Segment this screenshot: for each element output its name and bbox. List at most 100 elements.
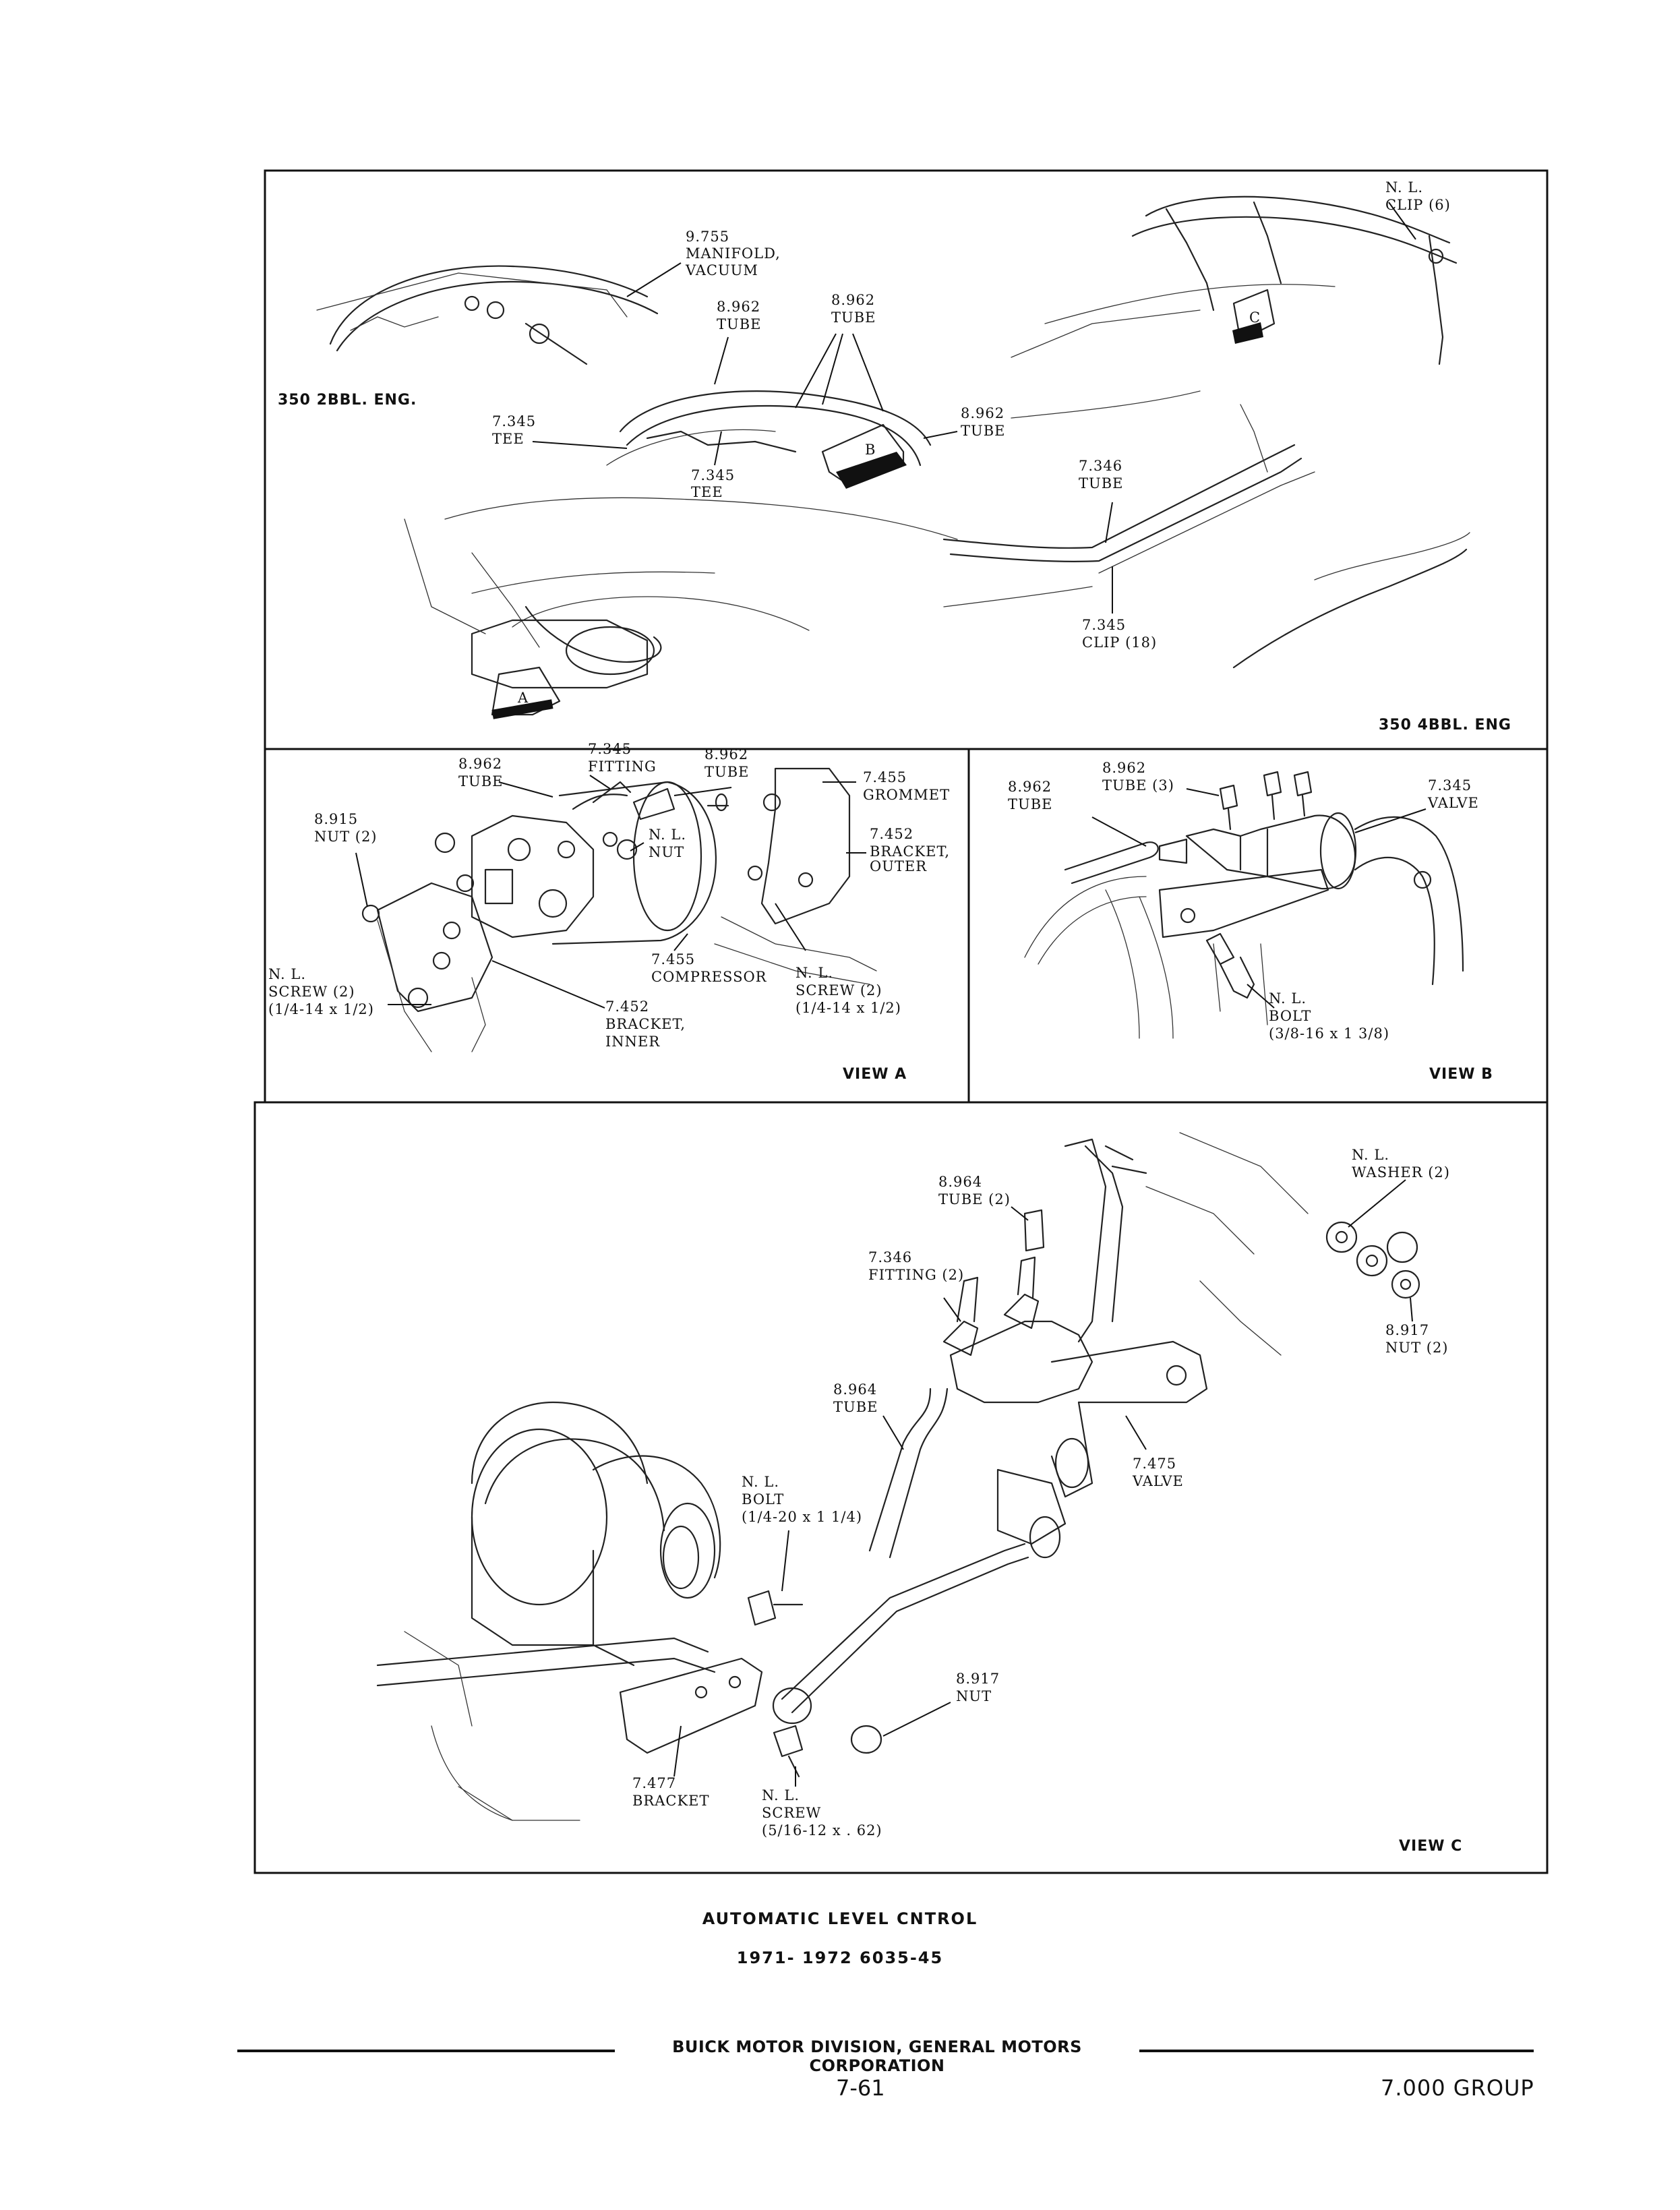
tube-part-number: 8.964 [833, 1381, 877, 1398]
view-b-artwork [1024, 771, 1464, 1039]
nl-bolt-label: N. L. [1269, 990, 1307, 1007]
figure-caption: AUTOMATIC LEVEL CNTROL [702, 1909, 978, 1928]
fitting-part-name: FITTING (2) [868, 1267, 964, 1283]
page-number: 7-61 [836, 2075, 885, 2101]
valve-part-name: VALVE [1132, 1473, 1184, 1489]
valve-part-number: 7.475 [1133, 1456, 1176, 1472]
grommet-part-number: 7.455 [863, 769, 907, 785]
nl-screw-name: SCREW [762, 1805, 821, 1821]
nut-part-name: NUT (2) [314, 829, 378, 845]
bracket-inner-part-name-2: INNER [605, 1034, 660, 1050]
tube-part-number: 8.962 [458, 756, 502, 772]
tube-part-number: 7.346 [1079, 458, 1122, 474]
view-b-labels: 8.962 TUBE 8.962 TUBE (3) 7.345 VALVE N.… [1008, 760, 1493, 1083]
manifold-part-name-2: VACUUM [685, 262, 758, 278]
tube-part-number: 8.962 [831, 292, 875, 308]
fitting-part-number: 7.345 [588, 741, 632, 757]
tee-part-number: 7.345 [492, 413, 536, 429]
bracket-outer-part-name: BRACKET, [870, 843, 950, 860]
compressor-part-name: COMPRESSOR [651, 969, 767, 985]
tube-part-number: 8.964 [938, 1174, 982, 1190]
view-c-artwork [376, 1132, 1420, 1821]
view-c-frame [253, 1101, 1549, 1874]
nl-screw-size: (5/16-12 x . 62) [762, 1822, 882, 1839]
nl-bolt-size: (3/8-16 x 1 3/8) [1269, 1025, 1389, 1042]
nl-clip-label: N. L. [1385, 179, 1423, 196]
tube-part-name: TUBE [833, 1399, 878, 1415]
view-a-labels: 8.962 TUBE 7.345 FITTING 8.962 TUBE 7.45… [268, 741, 950, 1083]
nl-screw-name: SCREW (2) [796, 982, 882, 998]
engine-label-2bbl: 350 2BBL. ENG. [278, 392, 417, 409]
nl-bolt-name: BOLT [1269, 1008, 1311, 1024]
view-c-arrow-letter: C [1249, 309, 1261, 326]
figure-subcaption: 1971- 1972 6035-45 [736, 1948, 944, 1967]
engine-label-4bbl: 350 4BBL. ENG [1379, 717, 1511, 734]
top-panel-artwork [316, 196, 1470, 719]
top-panel-frame [264, 169, 1549, 750]
view-c-title: VIEW C [1399, 1838, 1462, 1855]
grommet-part-name: GROMMET [863, 787, 950, 803]
view-a-title: VIEW A [843, 1066, 907, 1083]
manifold-part-number: 9.755 [686, 229, 729, 245]
compressor-part-number: 7.455 [651, 951, 695, 967]
tube-part-name: TUBE [961, 423, 1005, 439]
nut-part-name: NUT [956, 1688, 992, 1704]
nl-nut-name: NUT [649, 844, 684, 860]
fitting-part-name: FITTING [588, 758, 657, 775]
footer-division: BUICK MOTOR DIVISION, GENERAL MOTORS COR… [672, 2037, 1082, 2075]
bracket-inner-part-name: BRACKET, [605, 1016, 686, 1032]
tube-part-name: TUBE [717, 316, 761, 332]
nl-bolt-name: BOLT [742, 1491, 784, 1507]
view-a-artwork [355, 767, 877, 1052]
tube-part-name: TUBE [458, 773, 503, 789]
nl-washer-name: WASHER (2) [1352, 1164, 1450, 1181]
fitting-part-number: 7.346 [868, 1249, 912, 1265]
nl-clip-name: CLIP (6) [1385, 197, 1451, 213]
bracket-part-number: 7.477 [632, 1775, 676, 1791]
tube-part-name: TUBE (2) [938, 1191, 1011, 1207]
group-label: 7.000 GROUP [1381, 2075, 1534, 2101]
nl-screw-label: N. L. [268, 966, 306, 982]
footer-rule-right [1139, 2050, 1534, 2052]
tee-part-number: 7.345 [691, 467, 735, 483]
manifold-part-name: MANIFOLD, [686, 245, 781, 262]
tube-part-number: 8.962 [961, 405, 1004, 421]
tube-part-name: TUBE [704, 764, 749, 780]
nut-part-name: NUT (2) [1385, 1340, 1449, 1356]
tube-part-number: 8.962 [704, 746, 748, 763]
bracket-outer-part-name-2: OUTER [870, 858, 927, 874]
nl-bolt-label: N. L. [742, 1474, 779, 1490]
valve-part-number: 7.345 [1428, 777, 1472, 794]
nut-part-number: 8.917 [956, 1671, 1000, 1687]
nut-part-number: 8.915 [314, 811, 358, 827]
bracket-inner-part-number: 7.452 [605, 998, 649, 1015]
bracket-part-name: BRACKET [632, 1793, 710, 1809]
view-c-labels: N. L. WASHER (2) 8.964 TUBE (2) 7.346 FI… [632, 1147, 1462, 1855]
tube-part-number: 8.962 [1008, 779, 1052, 795]
clip-part-name: CLIP (18) [1082, 634, 1157, 651]
clip-part-number: 7.345 [1082, 617, 1126, 633]
view-b-arrow-letter: B [865, 442, 876, 458]
view-b-title: VIEW B [1429, 1066, 1493, 1083]
nut-part-number: 8.917 [1385, 1322, 1429, 1338]
valve-part-name: VALVE [1427, 795, 1479, 811]
tube-part-name: TUBE [1008, 796, 1052, 812]
tube-part-number: 8.962 [717, 299, 760, 315]
nl-nut-label: N. L. [649, 827, 686, 843]
nl-bolt-size: (1/4-20 x 1 1/4) [742, 1509, 862, 1525]
tube-part-name: TUBE [831, 309, 876, 326]
tee-part-name: TEE [691, 484, 723, 500]
tube-part-name: TUBE [1079, 475, 1123, 491]
nl-washer-label: N. L. [1352, 1147, 1389, 1163]
bracket-outer-part-number: 7.452 [870, 826, 913, 842]
nl-screw-name: SCREW (2) [268, 984, 355, 1000]
nl-screw-size: (1/4-14 x 1/2) [796, 1000, 901, 1016]
nl-screw-size: (1/4-14 x 1/2) [268, 1001, 374, 1017]
nl-screw-label: N. L. [762, 1787, 800, 1803]
tee-part-name: TEE [492, 431, 524, 447]
footer-rule-left [237, 2050, 615, 2052]
top-panel-labels: 9.755 MANIFOLD, VACUUM 8.962 TUBE 8.962 … [278, 179, 1511, 734]
view-a-arrow-letter: A [517, 690, 529, 706]
tube-part-name: TUBE (3) [1102, 777, 1174, 794]
